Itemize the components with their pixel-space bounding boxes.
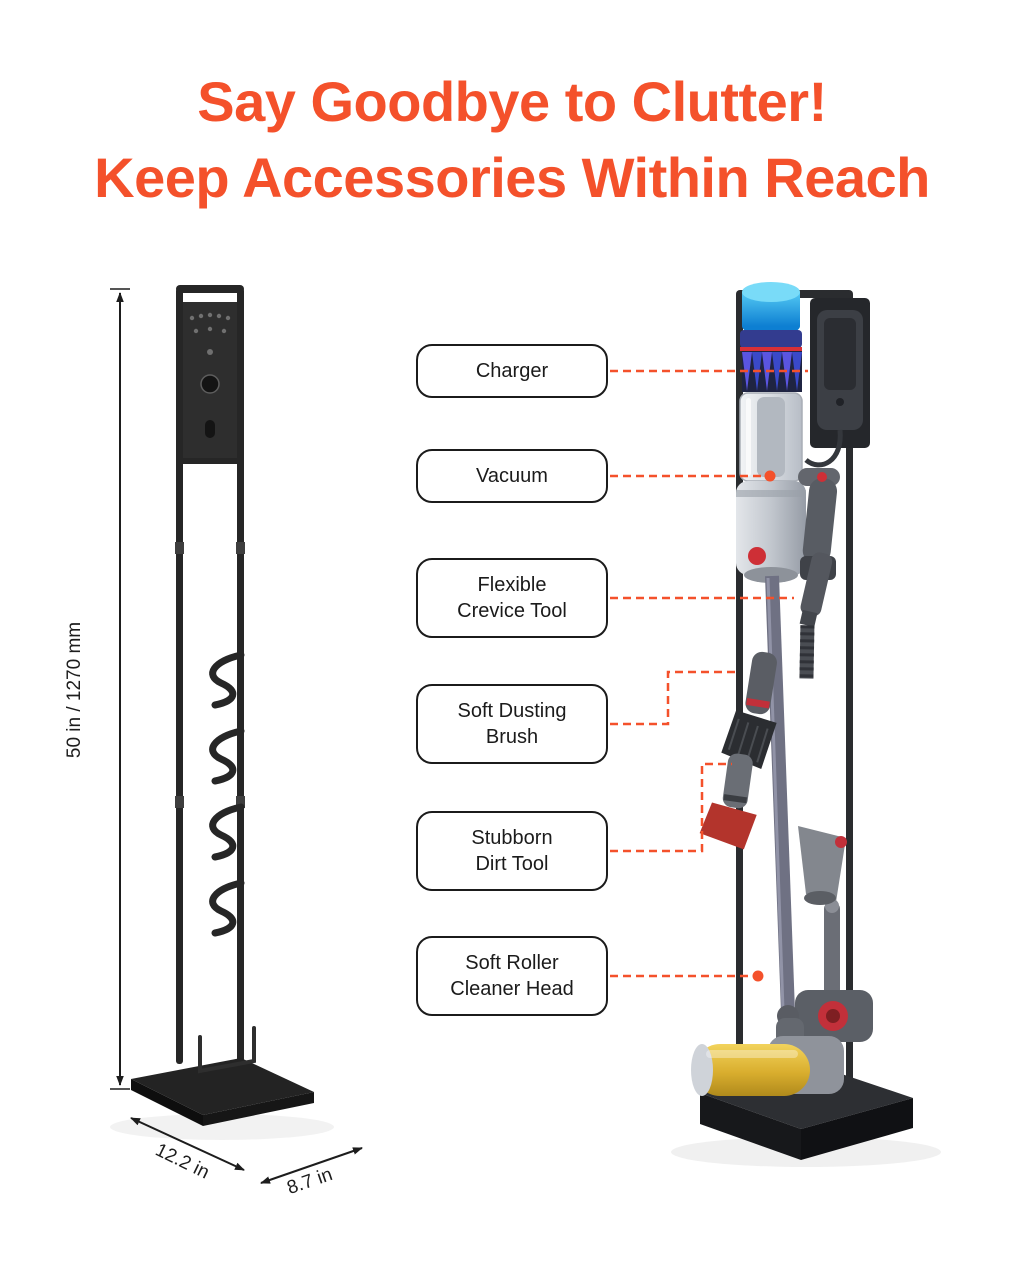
connector-dusting-brush xyxy=(610,670,738,726)
power-button xyxy=(748,547,766,565)
headline-line-1: Say Goodbye to Clutter! xyxy=(197,70,827,133)
soft-roller-head xyxy=(691,1005,844,1096)
width-dimension-line xyxy=(260,1147,363,1184)
callout-flexible-crevice-tool: Flexible Crevice Tool xyxy=(416,558,608,638)
left-rail xyxy=(176,288,183,1064)
roller-yellow xyxy=(694,1044,810,1096)
callout-soft-dusting-brush-label: Soft Dusting Brush xyxy=(457,700,567,748)
mounting-plate-holes xyxy=(189,312,231,355)
headline-line-2: Keep Accessories Within Reach xyxy=(94,146,930,210)
callout-stubborn-dirt-tool-label: Stubborn Dirt Tool xyxy=(471,827,553,875)
flexible-crevice-tool xyxy=(799,552,833,679)
callout-vacuum-label: Vacuum xyxy=(476,465,548,487)
base-bracket xyxy=(198,1026,256,1074)
callout-stubborn-dirt-tool: Stubborn Dirt Tool xyxy=(416,811,608,891)
stubborn-dirt-tool-illustration xyxy=(699,753,757,850)
mounting-plate-center-hole xyxy=(200,374,220,394)
wand xyxy=(765,575,795,1013)
callout-vacuum: Vacuum xyxy=(416,449,608,503)
headline: Say Goodbye to Clutter! Keep Accessories… xyxy=(0,64,1024,216)
height-dimension-label: 50 in / 1270 mm xyxy=(64,621,85,759)
mounting-plate-slot xyxy=(205,420,215,438)
left-stand-illustration xyxy=(131,285,314,1126)
charger-unit xyxy=(804,310,863,468)
callout-connectors xyxy=(610,369,808,978)
connector-dirt-tool xyxy=(610,762,732,853)
callout-flexible-crevice-tool-label: Flexible Crevice Tool xyxy=(457,574,567,622)
connector-dot-roller xyxy=(752,970,764,982)
torque-drive-head xyxy=(795,899,873,1042)
accessory-hooks xyxy=(209,651,245,937)
right-rail xyxy=(237,288,244,1062)
base-top xyxy=(131,1058,314,1115)
callout-soft-roller-cleaner-head: Soft Roller Cleaner Head xyxy=(416,936,608,1016)
dimension-lines xyxy=(110,288,363,1184)
depth-dimension-line xyxy=(130,1117,245,1171)
charger-cable xyxy=(804,429,843,468)
callout-charger-label: Charger xyxy=(475,360,549,382)
connector-dot-vacuum xyxy=(764,470,776,482)
hair-screw-tool xyxy=(798,826,847,905)
callout-soft-roller-cleaner-head-label: Soft Roller Cleaner Head xyxy=(450,952,574,1000)
callout-soft-dusting-brush: Soft Dusting Brush xyxy=(416,684,608,764)
callout-charger: Charger xyxy=(416,344,608,398)
